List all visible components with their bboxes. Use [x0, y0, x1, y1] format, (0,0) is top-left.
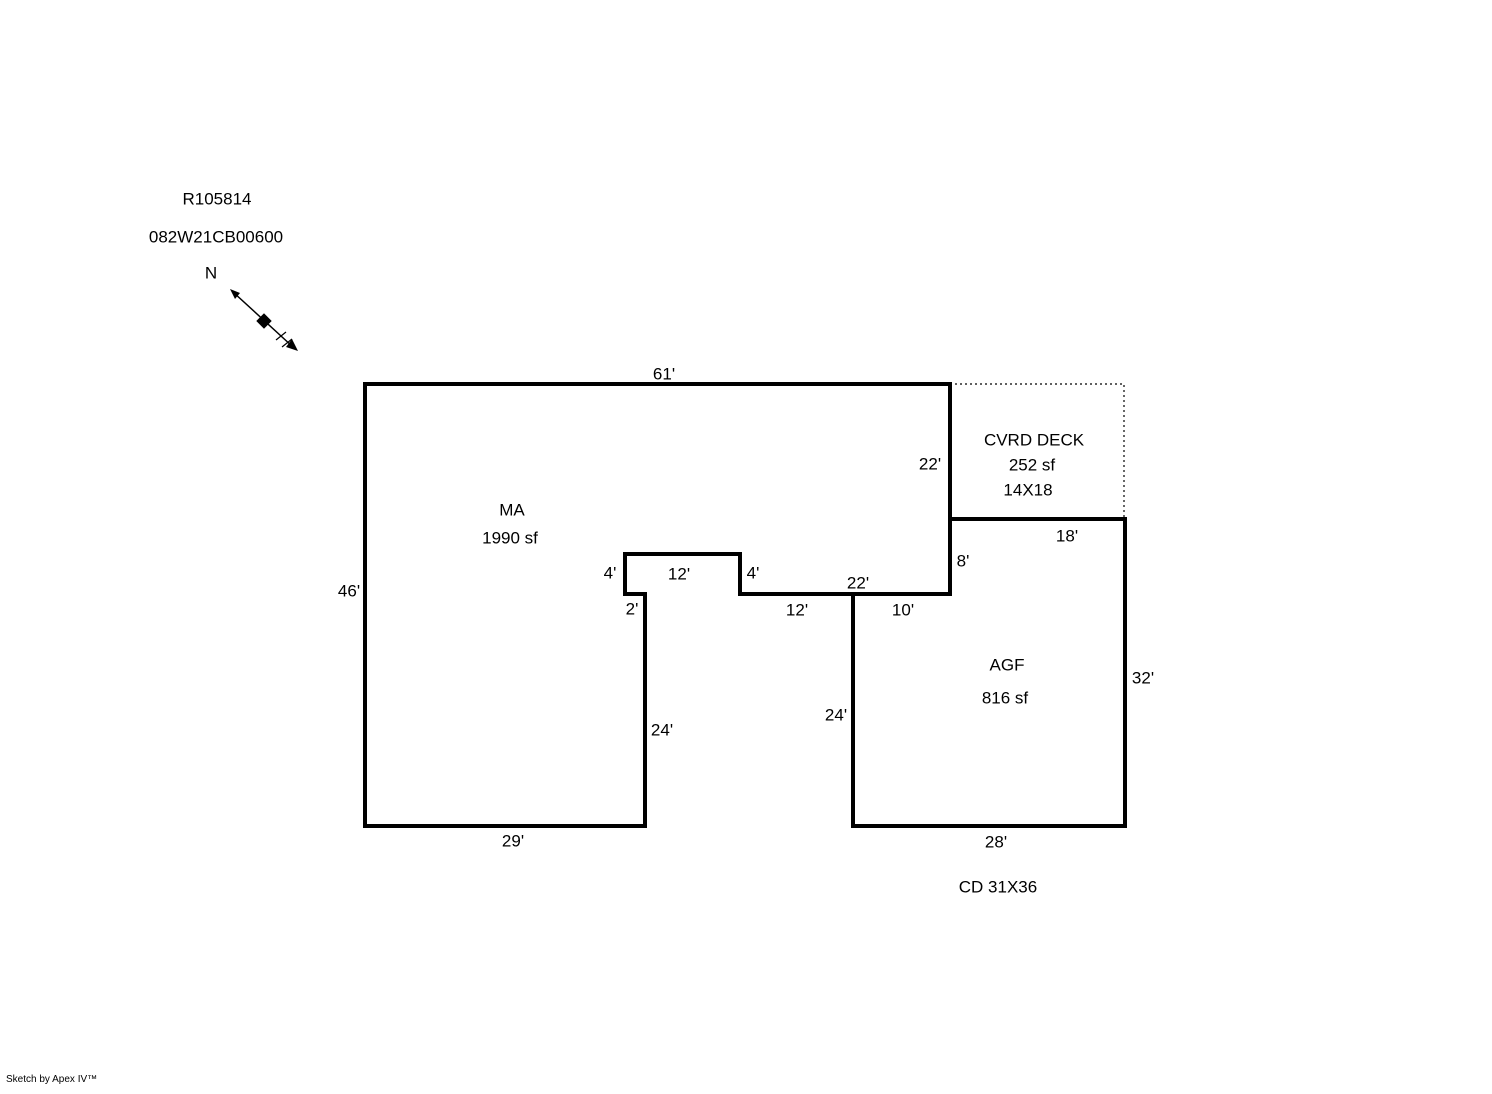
deck-area-label: 252 sf — [1008, 455, 1056, 475]
dim-ma-top: 61' — [652, 364, 676, 384]
dim-bottom-right: 10' — [891, 600, 915, 620]
agf-name-label: AGF — [989, 655, 1025, 675]
dim-agf-right: 32' — [1131, 668, 1155, 688]
dim-ma-bottom: 29' — [501, 831, 525, 851]
dim-notch-top: 12' — [667, 564, 691, 584]
dim-agf-left: 24' — [824, 705, 848, 725]
dim-notch-left: 4' — [603, 563, 617, 583]
parcel-id: R105814 — [182, 189, 252, 209]
dim-deck-step: 8' — [956, 551, 970, 571]
dim-bottom-total: 22' — [846, 573, 870, 593]
sketch-credit: Sketch by Apex IV™ — [6, 1074, 98, 1085]
deck-name-label: CVRD DECK — [983, 430, 1085, 450]
map-tax-lot-number: 082W21CB00600 — [148, 227, 284, 247]
dim-ma-inner: 24' — [650, 720, 674, 740]
deck-dims-label: 14X18 — [1003, 480, 1053, 500]
ma-area-label: 1990 sf — [482, 528, 538, 548]
dim-ledge: 2' — [625, 599, 639, 619]
agf-area-label: 816 sf — [981, 688, 1029, 708]
dim-deck-bottom: 18' — [1055, 526, 1079, 546]
north-label: N — [204, 263, 218, 283]
ma-name-label: MA — [499, 500, 525, 520]
agf-outline — [851, 517, 1127, 828]
dim-notch-right: 4' — [746, 563, 760, 583]
north-arrow-icon — [230, 289, 298, 351]
dim-ma-right: 22' — [918, 454, 942, 474]
dim-ma-left: 46' — [337, 581, 361, 601]
dim-agf-bottom: 28' — [984, 832, 1008, 852]
cd-note-label: CD 31X36 — [958, 877, 1038, 897]
dim-bottom-left: 12' — [785, 600, 809, 620]
ma-outline — [363, 382, 952, 828]
